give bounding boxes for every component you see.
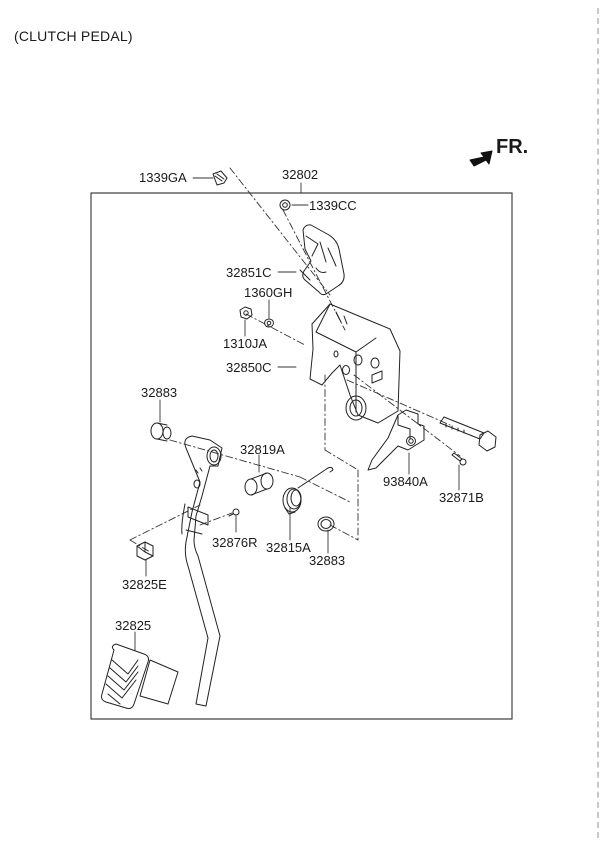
forward-arrow-icon	[469, 150, 493, 167]
part-label-32876R[interactable]: 32876R	[212, 535, 258, 550]
part-32815A-spring	[282, 466, 334, 515]
part-32850C-pedal-bracket	[309, 303, 401, 424]
part-label-32883-upper[interactable]: 32883	[141, 385, 178, 400]
part-label-1360GH[interactable]: 1360GH	[244, 285, 293, 300]
diagram-title: (CLUTCH PEDAL)	[14, 28, 133, 44]
part-label-32851C[interactable]: 32851C	[226, 265, 272, 280]
assembly-frame	[90, 192, 513, 720]
part-32883-bushing-left	[150, 422, 172, 442]
part-label-32871B[interactable]: 32871B	[439, 490, 484, 505]
part-label-32883-lower[interactable]: 32883	[309, 553, 346, 568]
part-93840A-switch	[367, 409, 425, 471]
part-label-32825E[interactable]: 32825E	[122, 577, 167, 592]
part-32851C-bracket	[299, 224, 345, 296]
part-label-93840A[interactable]: 93840A	[383, 474, 428, 489]
part-1339GA-clip	[212, 170, 228, 186]
part-pivot-bolt	[439, 416, 497, 452]
part-label-32815A[interactable]: 32815A	[266, 540, 311, 555]
page-divider	[597, 8, 599, 838]
pedal-arm	[181, 435, 223, 707]
part-label-1339CC[interactable]: 1339CC	[309, 198, 357, 213]
front-direction-label: FR.	[496, 136, 529, 158]
part-32825E-stopper	[136, 541, 154, 561]
leader-lines	[134, 177, 460, 651]
part-32871B-bolt	[451, 452, 467, 466]
part-1360GH-washer	[264, 318, 274, 328]
assembly-lines	[129, 167, 461, 553]
part-label-32802[interactable]: 32802	[282, 167, 319, 182]
part-label-32850C[interactable]: 32850C	[226, 360, 272, 375]
part-label-1339GA[interactable]: 1339GA	[139, 170, 187, 185]
part-1339CC-nut	[279, 199, 291, 211]
part-label-1310JA[interactable]: 1310JA	[223, 336, 268, 351]
part-1310JA-nut	[239, 306, 253, 320]
part-32819A-collar	[244, 472, 274, 496]
part-32883-bushing-right	[317, 516, 335, 532]
part-label-32825[interactable]: 32825	[115, 618, 152, 633]
part-32876R-bolt	[228, 508, 240, 517]
part-32825-pedal-pad	[101, 643, 179, 709]
part-label-32819A[interactable]: 32819A	[240, 442, 285, 457]
